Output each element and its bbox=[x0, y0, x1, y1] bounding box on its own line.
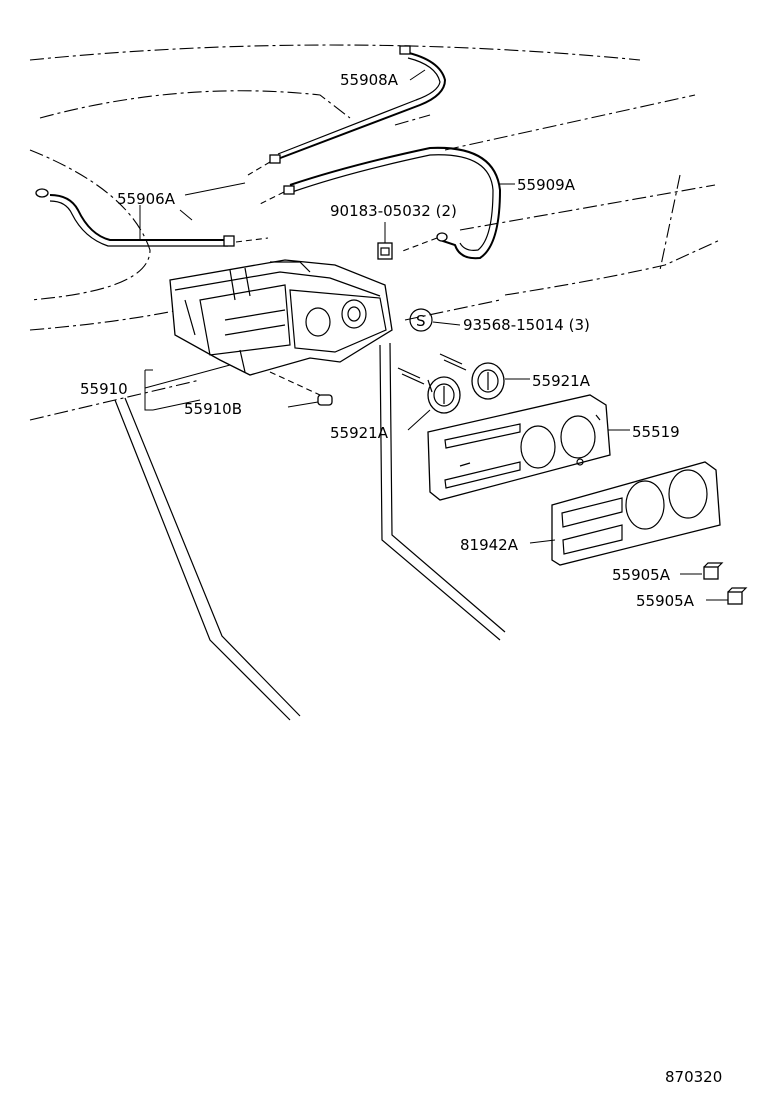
label-55905a-2: 55905A bbox=[636, 592, 695, 610]
label-55908a: 55908A bbox=[340, 71, 399, 89]
diagram-number: 870320 bbox=[665, 1068, 722, 1086]
cap-55905a-2 bbox=[727, 587, 748, 605]
label-55905a-1: 55905A bbox=[612, 566, 671, 584]
label-55921a-right: 55921A bbox=[532, 372, 591, 390]
cap-55905a-1 bbox=[703, 562, 724, 580]
cable-55908a bbox=[247, 45, 447, 176]
label-55909a: 55909A bbox=[517, 176, 576, 194]
heater-control-body-55910 bbox=[169, 259, 393, 376]
lower-dash-edges bbox=[114, 342, 506, 721]
cable-55906a bbox=[35, 188, 269, 247]
cable-55909a bbox=[257, 146, 502, 260]
panel-81942a bbox=[551, 461, 721, 566]
label-55906a: 55906A bbox=[117, 190, 176, 208]
label-55910: 55910 bbox=[80, 380, 128, 398]
knob-55921a-left bbox=[397, 367, 461, 414]
dashboard-outline bbox=[29, 44, 721, 421]
label-90183-05032: 90183-05032 (2) bbox=[330, 202, 457, 220]
label-55921a-left: 55921A bbox=[330, 424, 389, 442]
panel-55519 bbox=[427, 394, 611, 501]
label-55910b: 55910B bbox=[184, 400, 242, 418]
screw-symbol: S bbox=[409, 308, 433, 332]
knob-55921a-right bbox=[439, 353, 505, 400]
clip-90183-05032 bbox=[377, 242, 393, 260]
screw-symbol-letter: S bbox=[416, 312, 426, 330]
label-93568-15014: 93568-15014 (3) bbox=[463, 316, 590, 334]
label-81942a: 81942A bbox=[460, 536, 519, 554]
label-55519: 55519 bbox=[632, 423, 680, 441]
bulb-55910b bbox=[269, 371, 333, 408]
leader-lines bbox=[139, 69, 728, 601]
